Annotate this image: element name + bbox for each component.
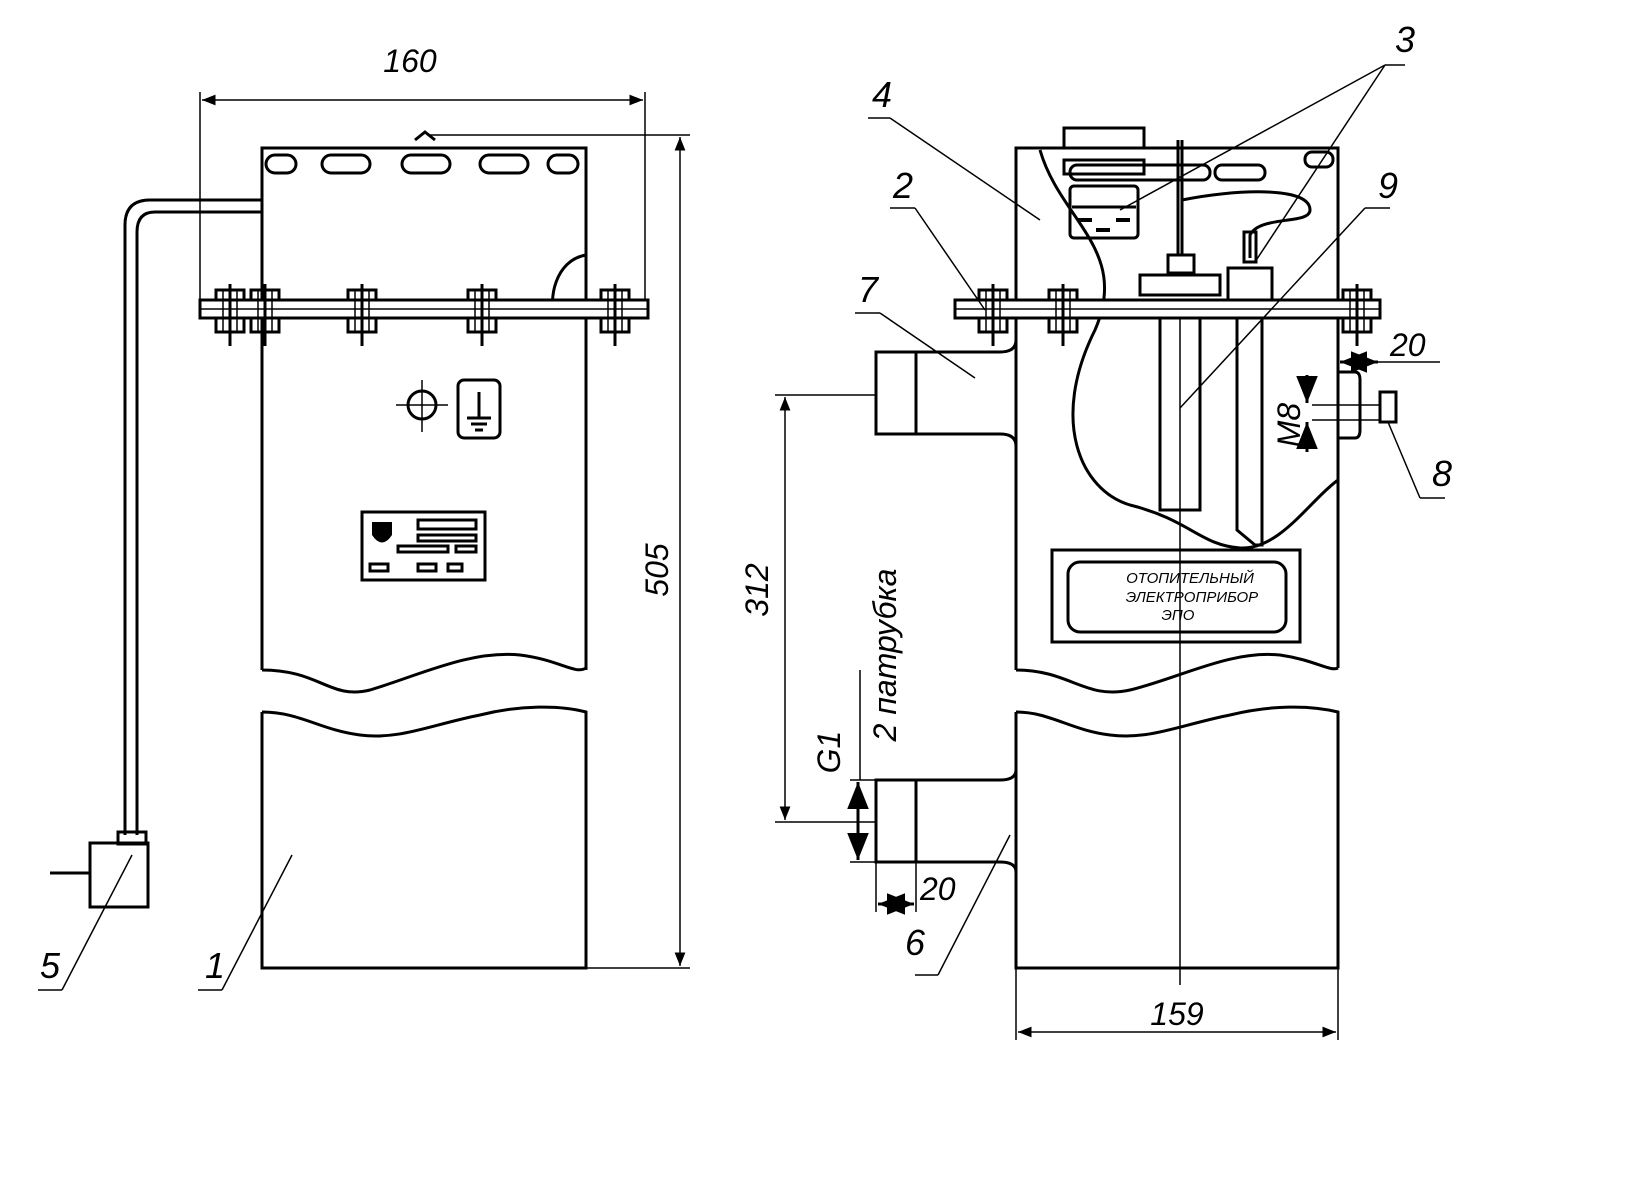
callout-7: 7 bbox=[855, 269, 976, 379]
svg-text:6: 6 bbox=[905, 922, 926, 963]
svg-text:1: 1 bbox=[205, 945, 225, 986]
svg-text:2: 2 bbox=[892, 165, 913, 206]
mounting-slots bbox=[264, 153, 580, 175]
dimension-312: 312 bbox=[739, 394, 876, 823]
body-upper bbox=[260, 146, 588, 694]
svg-text:8: 8 bbox=[1432, 453, 1452, 494]
body-lower bbox=[260, 705, 588, 970]
dimension-20-flange: 20 bbox=[1340, 327, 1440, 373]
callout-1: 1 bbox=[198, 854, 293, 991]
plug-icon bbox=[50, 830, 150, 909]
bolts bbox=[977, 284, 1373, 346]
dimension-m8: M8 bbox=[1271, 375, 1318, 452]
callout-5: 5 bbox=[38, 854, 133, 991]
dimension-20-pipe: 20 bbox=[875, 862, 956, 915]
svg-text:ЭПО: ЭПО bbox=[1162, 607, 1195, 624]
dimension-159: 159 bbox=[1015, 968, 1339, 1040]
svg-text:5: 5 bbox=[40, 945, 61, 986]
callout-2: 2 bbox=[890, 165, 986, 311]
svg-text:4: 4 bbox=[872, 74, 892, 115]
flange bbox=[198, 298, 650, 320]
front-view: 160 505 1 5 bbox=[38, 43, 690, 991]
bolt-icon bbox=[214, 284, 246, 346]
bolt-icon bbox=[1047, 284, 1079, 346]
callout-9: 9 bbox=[1179, 165, 1398, 409]
svg-text:505: 505 bbox=[639, 543, 675, 597]
flange bbox=[953, 298, 1382, 320]
svg-text:9: 9 bbox=[1378, 165, 1398, 206]
svg-text:160: 160 bbox=[383, 43, 437, 79]
bolt-icon bbox=[1341, 284, 1373, 346]
svg-text:20: 20 bbox=[1389, 327, 1426, 363]
ground-terminal-icon bbox=[396, 378, 502, 440]
dimension-160: 160 bbox=[199, 43, 646, 300]
dimension-g1: G1 2 патрубка bbox=[811, 569, 903, 863]
bolt-icon bbox=[346, 284, 378, 346]
body-lower bbox=[1014, 705, 1340, 970]
rating-plate-icon bbox=[360, 510, 487, 582]
svg-text:ЭЛЕКТРОПРИБОР: ЭЛЕКТРОПРИБОР bbox=[1126, 589, 1258, 606]
thermostat-icon bbox=[1062, 126, 1146, 240]
svg-text:20: 20 bbox=[919, 871, 956, 907]
callout-8: 8 bbox=[1387, 421, 1452, 499]
nameplate: ОТОПИТЕЛЬНЫЙ ЭЛЕКТРОПРИБОР ЭПО bbox=[1050, 548, 1302, 644]
top-tab bbox=[414, 130, 436, 142]
bolts bbox=[214, 284, 631, 346]
side-view: ОТОПИТЕЛЬНЫЙ ЭЛЕКТРОПРИБОР ЭПО 312 G1 2 … bbox=[739, 19, 1452, 1040]
ground-bolt bbox=[1312, 370, 1398, 440]
lower-pipe bbox=[874, 769, 1018, 873]
svg-text:M8: M8 bbox=[1271, 403, 1307, 448]
bolt-icon bbox=[977, 284, 1009, 346]
power-cord bbox=[123, 198, 262, 835]
dimension-505: 505 bbox=[428, 134, 690, 969]
callout-6: 6 bbox=[905, 834, 1011, 976]
callout-4: 4 bbox=[868, 74, 1041, 221]
svg-text:312: 312 bbox=[739, 563, 775, 617]
svg-text:3: 3 bbox=[1395, 19, 1415, 60]
bolt-icon bbox=[249, 284, 281, 346]
svg-text:2 патрубка: 2 патрубка bbox=[867, 569, 903, 743]
callout-3: 3 bbox=[1119, 19, 1415, 263]
svg-text:159: 159 bbox=[1150, 996, 1204, 1032]
svg-text:ОТОПИТЕЛЬНЫЙ: ОТОПИТЕЛЬНЫЙ bbox=[1126, 569, 1254, 587]
bolt-icon bbox=[466, 284, 498, 346]
cutaway-outline bbox=[1038, 149, 1339, 550]
svg-text:7: 7 bbox=[858, 269, 880, 310]
bolt-icon bbox=[599, 284, 631, 346]
upper-pipe bbox=[874, 339, 1018, 447]
svg-text:G1: G1 bbox=[811, 731, 847, 774]
